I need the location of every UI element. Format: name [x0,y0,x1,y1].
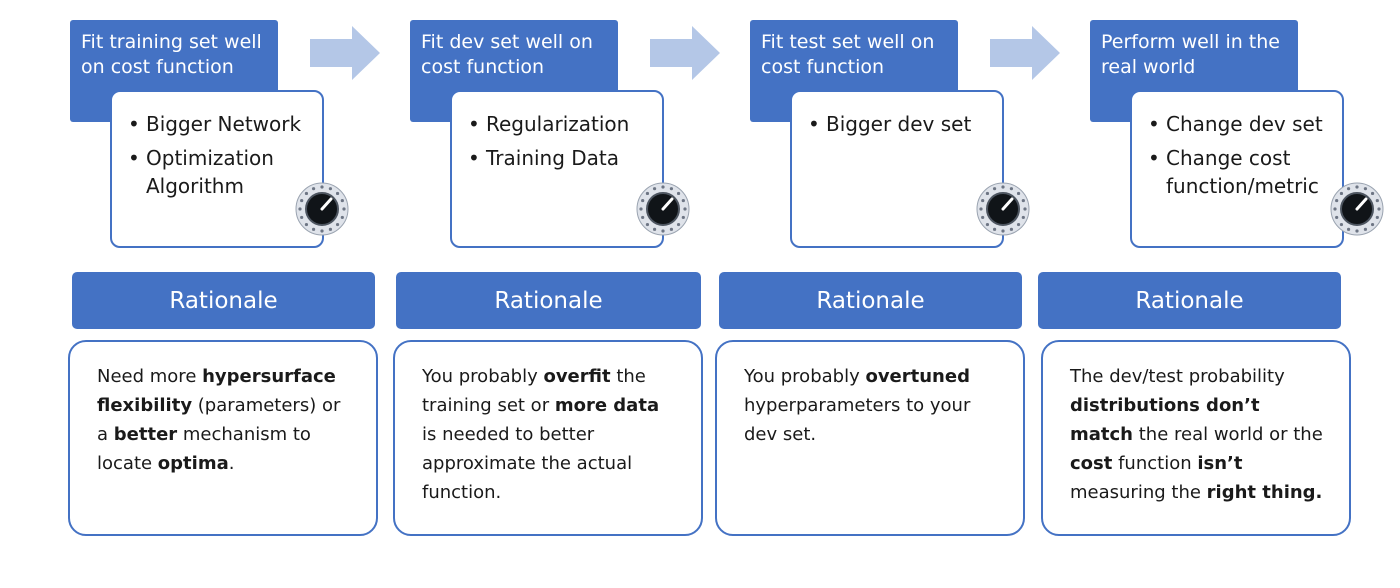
knob-label: Bigger Network [146,112,302,136]
goal-box-3: Fit test set well on cost function [750,20,958,122]
explanation-text: the real world or the [1133,424,1323,445]
emphasis-text: better [113,424,178,445]
bullet-icon: • [128,112,140,136]
bullet-icon: • [468,146,480,170]
knob-item: •Bigger dev set [808,110,988,138]
explanation-text: (parameters) or a [97,395,341,445]
explanation-box-1: Need more hypersurface flexibility (para… [68,340,378,536]
emphasis-text: overfit [543,366,611,387]
goal-text: Perform well in the real world [1101,31,1280,78]
rationale-header-4: Rationale [1038,272,1341,329]
knob-item: •Bigger Network [128,110,308,138]
knobs-box-3: •Bigger dev set [790,90,1004,248]
explanation-text: hyperparameters to your dev set. [744,395,971,445]
emphasis-text: isn’t [1197,453,1243,474]
right-arrow-icon [310,26,380,84]
knob-item: •Training Data [468,144,648,172]
explanation-text: function [1112,453,1198,474]
bullet-icon: • [128,146,140,170]
knobs-box-2: •Regularization •Training Data [450,90,664,248]
emphasis-text: distributions don’t match [1070,395,1260,445]
right-arrow-icon [990,26,1060,84]
explanation-text: is needed to better approximate the actu… [422,424,633,503]
emphasis-text: cost [1070,453,1113,474]
emphasis-text: hypersurface flexibility [97,366,336,416]
explanation-text: mechanism to locate [97,424,311,474]
knobs-box-1: •Bigger Network •Optimization Algorithm [110,90,324,248]
rationale-header-2: Rationale [396,272,701,329]
knob-item: •Change cost function/metric [1148,144,1328,200]
knob-label: Change dev set [1166,112,1323,136]
bullet-icon: • [808,112,820,136]
explanation-text: the training set or [422,366,646,416]
explanation-text: You probably [744,366,866,387]
tuning-knob-icon [295,182,349,240]
knobs-box-4: •Change dev set •Change cost function/me… [1130,90,1344,248]
explanation-box-4: The dev/test probability distributions d… [1041,340,1351,536]
explanation-text: You probably [422,366,544,387]
explanation-text: . [228,453,235,474]
knob-label: Change cost function/metric [1166,146,1319,198]
knob-item: •Optimization Algorithm [128,144,308,200]
explanation-text: The dev/test probability [1070,366,1285,387]
tuning-knob-icon [976,182,1030,240]
explanation-box-2: You probably overfit the training set or… [393,340,703,536]
bullet-icon: • [1148,146,1160,170]
knob-item: •Regularization [468,110,648,138]
knob-label: Regularization [486,112,630,136]
knob-item: •Change dev set [1148,110,1328,138]
emphasis-text: optima [157,453,229,474]
emphasis-text: right thing. [1206,482,1323,503]
right-arrow-icon [650,26,720,84]
explanation-box-3: You probably overtuned hyperparameters t… [715,340,1025,536]
goal-text: Fit dev set well on cost function [421,31,593,78]
knob-label: Training Data [486,146,620,170]
tuning-knob-icon [636,182,690,240]
bullet-icon: • [468,112,480,136]
rationale-header-3: Rationale [719,272,1022,329]
tuning-knob-icon [1330,182,1384,240]
bullet-icon: • [1148,112,1160,136]
rationale-header-1: Rationale [72,272,375,329]
knob-label: Optimization Algorithm [146,146,274,198]
goal-text: Fit test set well on cost function [761,31,935,78]
goal-text: Fit training set well on cost function [81,31,262,78]
emphasis-text: overtuned [865,366,970,387]
knob-label: Bigger dev set [826,112,972,136]
emphasis-text: more data [554,395,660,416]
explanation-text: measuring the [1070,482,1207,503]
explanation-text: Need more [97,366,203,387]
